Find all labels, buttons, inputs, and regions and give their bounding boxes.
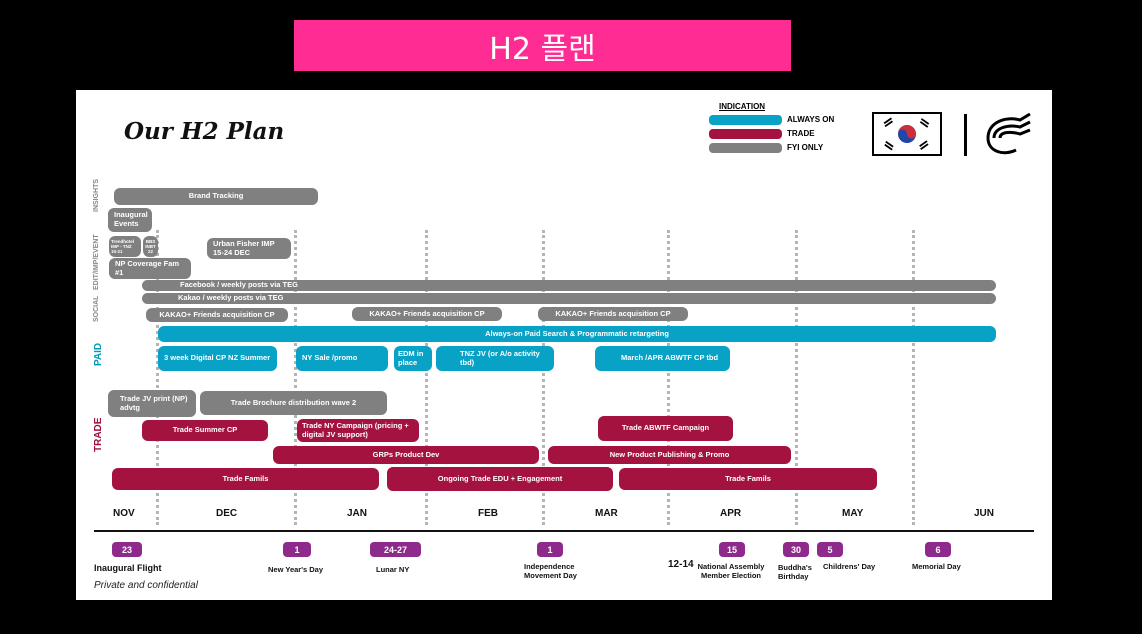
bar-trade-abwtf: Trade ABWTF Campaign — [598, 416, 733, 441]
event-pre-label: 12-14 — [668, 559, 694, 570]
brand-divider — [964, 114, 967, 156]
month-divider — [425, 230, 428, 525]
slide-title: Our H2 Plan — [124, 118, 285, 145]
event-label: Memorial Day — [912, 562, 961, 571]
bar-np-coverage-fam: NP Coverage Fam #1 — [109, 258, 191, 279]
bar-small-event: BBS INBT 22 — [143, 236, 158, 257]
bar-ny-sale: NY Sale /promo — [296, 346, 388, 371]
month-divider — [156, 230, 159, 525]
south-korea-flag-icon — [872, 112, 942, 156]
bar-digital-cp: 3 week Digital CP NZ Summer — [158, 346, 277, 371]
event-label: New Year's Day — [268, 565, 324, 574]
event-badge: 23 — [112, 542, 142, 557]
legend-swatch-trade — [709, 129, 782, 139]
air-new-zealand-koru-icon — [980, 110, 1032, 160]
bar-facebook: Facebook / weekly posts via TEG — [142, 280, 996, 291]
event-label: Inaugural Flight — [94, 563, 162, 573]
event-label: Buddha's Birthday — [778, 563, 812, 581]
bar-trade-summer-cp: Trade Summer CP — [142, 420, 268, 441]
event-badge: 5 — [817, 542, 843, 557]
legend-label-fyi: FYI ONLY — [787, 143, 824, 152]
bar-trade-jv-print: Trade JV print (NP) advtg — [108, 390, 196, 417]
event-label: Independence Movement Day — [524, 562, 577, 580]
month-label: FEB — [478, 508, 498, 519]
bar-tnz-jv: TNZ JV (or A/o activity tbd) — [436, 346, 554, 371]
row-label-insights: INSIGHTS — [93, 178, 100, 212]
timeline-axis — [94, 530, 1034, 532]
event-label: National Assembly Member Election — [697, 562, 765, 580]
confidential-note: Private and confidential — [94, 580, 198, 591]
event-badge: 1 — [283, 542, 311, 557]
indication-title: INDICATION — [719, 102, 766, 111]
legend-swatch-always-on — [709, 115, 782, 125]
month-label: APR — [720, 508, 742, 519]
bar-edm: EDM in place — [394, 346, 432, 371]
bar-trade-famils-2: Trade Famils — [619, 468, 877, 490]
legend-swatch-fyi — [709, 143, 782, 153]
month-label: JUN — [974, 508, 995, 519]
bar-kakao-posts: Kakao / weekly posts via TEG — [142, 293, 996, 304]
event-badge: 15 — [719, 542, 745, 557]
bar-trade-brochure: Trade Brochure distribution wave 2 — [200, 391, 387, 415]
bar-paid-search: Always-on Paid Search & Programmatic ret… — [158, 326, 996, 342]
event-badge: 30 — [783, 542, 809, 557]
legend-label-always-on: ALWAYS ON — [787, 115, 835, 124]
row-label-paid: PAID — [93, 342, 104, 366]
bar-grps-product-dev: GRPs Product Dev — [273, 446, 539, 464]
month-divider — [542, 230, 545, 525]
bar-urban-fisher: Urban Fisher IMP 15-24 DEC — [207, 238, 291, 259]
legend-label-trade: TRADE — [787, 129, 815, 138]
month-divider — [294, 230, 297, 525]
bar-trendhotel: Trendhotel IMP - TNZ 15-21 — [109, 236, 141, 257]
month-divider — [795, 230, 798, 525]
event-label: Lunar NY — [376, 565, 410, 574]
plan-slide: Our H2 Plan INDICATION ALWAYS ON TRADE F… — [76, 90, 1052, 600]
bar-kakao-cp-3: KAKAO+ Friends acquisition CP — [538, 307, 688, 321]
event-badge: 6 — [925, 542, 951, 557]
bar-kakao-cp-1: KAKAO+ Friends acquisition CP — [146, 308, 288, 322]
month-label: MAY — [842, 508, 864, 519]
month-label: MAR — [595, 508, 618, 519]
month-label: JAN — [347, 508, 368, 519]
bar-trade-ny-campaign: Trade NY Campaign (pricing + digital JV … — [297, 419, 419, 442]
bar-trade-famils-1: Trade Famils — [112, 468, 379, 490]
month-divider — [912, 230, 915, 525]
page-banner: H2 플랜 — [294, 20, 791, 71]
event-label: Childrens' Day — [823, 562, 876, 571]
row-label-trade: TRADE — [93, 417, 104, 452]
month-label: NOV — [113, 508, 135, 519]
row-label-social: SOCIAL — [93, 295, 100, 322]
event-badge: 1 — [537, 542, 563, 557]
event-badge: 24-27 — [370, 542, 421, 557]
row-label-edit: EDIT/IMP/EVENT — [93, 234, 100, 290]
month-divider — [667, 230, 670, 525]
bar-new-product: New Product Publishing & Promo — [548, 446, 791, 464]
month-label: DEC — [216, 508, 238, 519]
bar-brand-tracking: Brand Tracking — [114, 188, 318, 205]
bar-march-apr-abwtf: March /APR ABWTF CP tbd — [595, 346, 730, 371]
bar-inaugural-events: Inaugural Events — [108, 208, 152, 232]
bar-ongoing-trade-edu: Ongoing Trade EDU + Engagement — [387, 467, 613, 491]
bar-kakao-cp-2: KAKAO+ Friends acquisition CP — [352, 307, 502, 321]
